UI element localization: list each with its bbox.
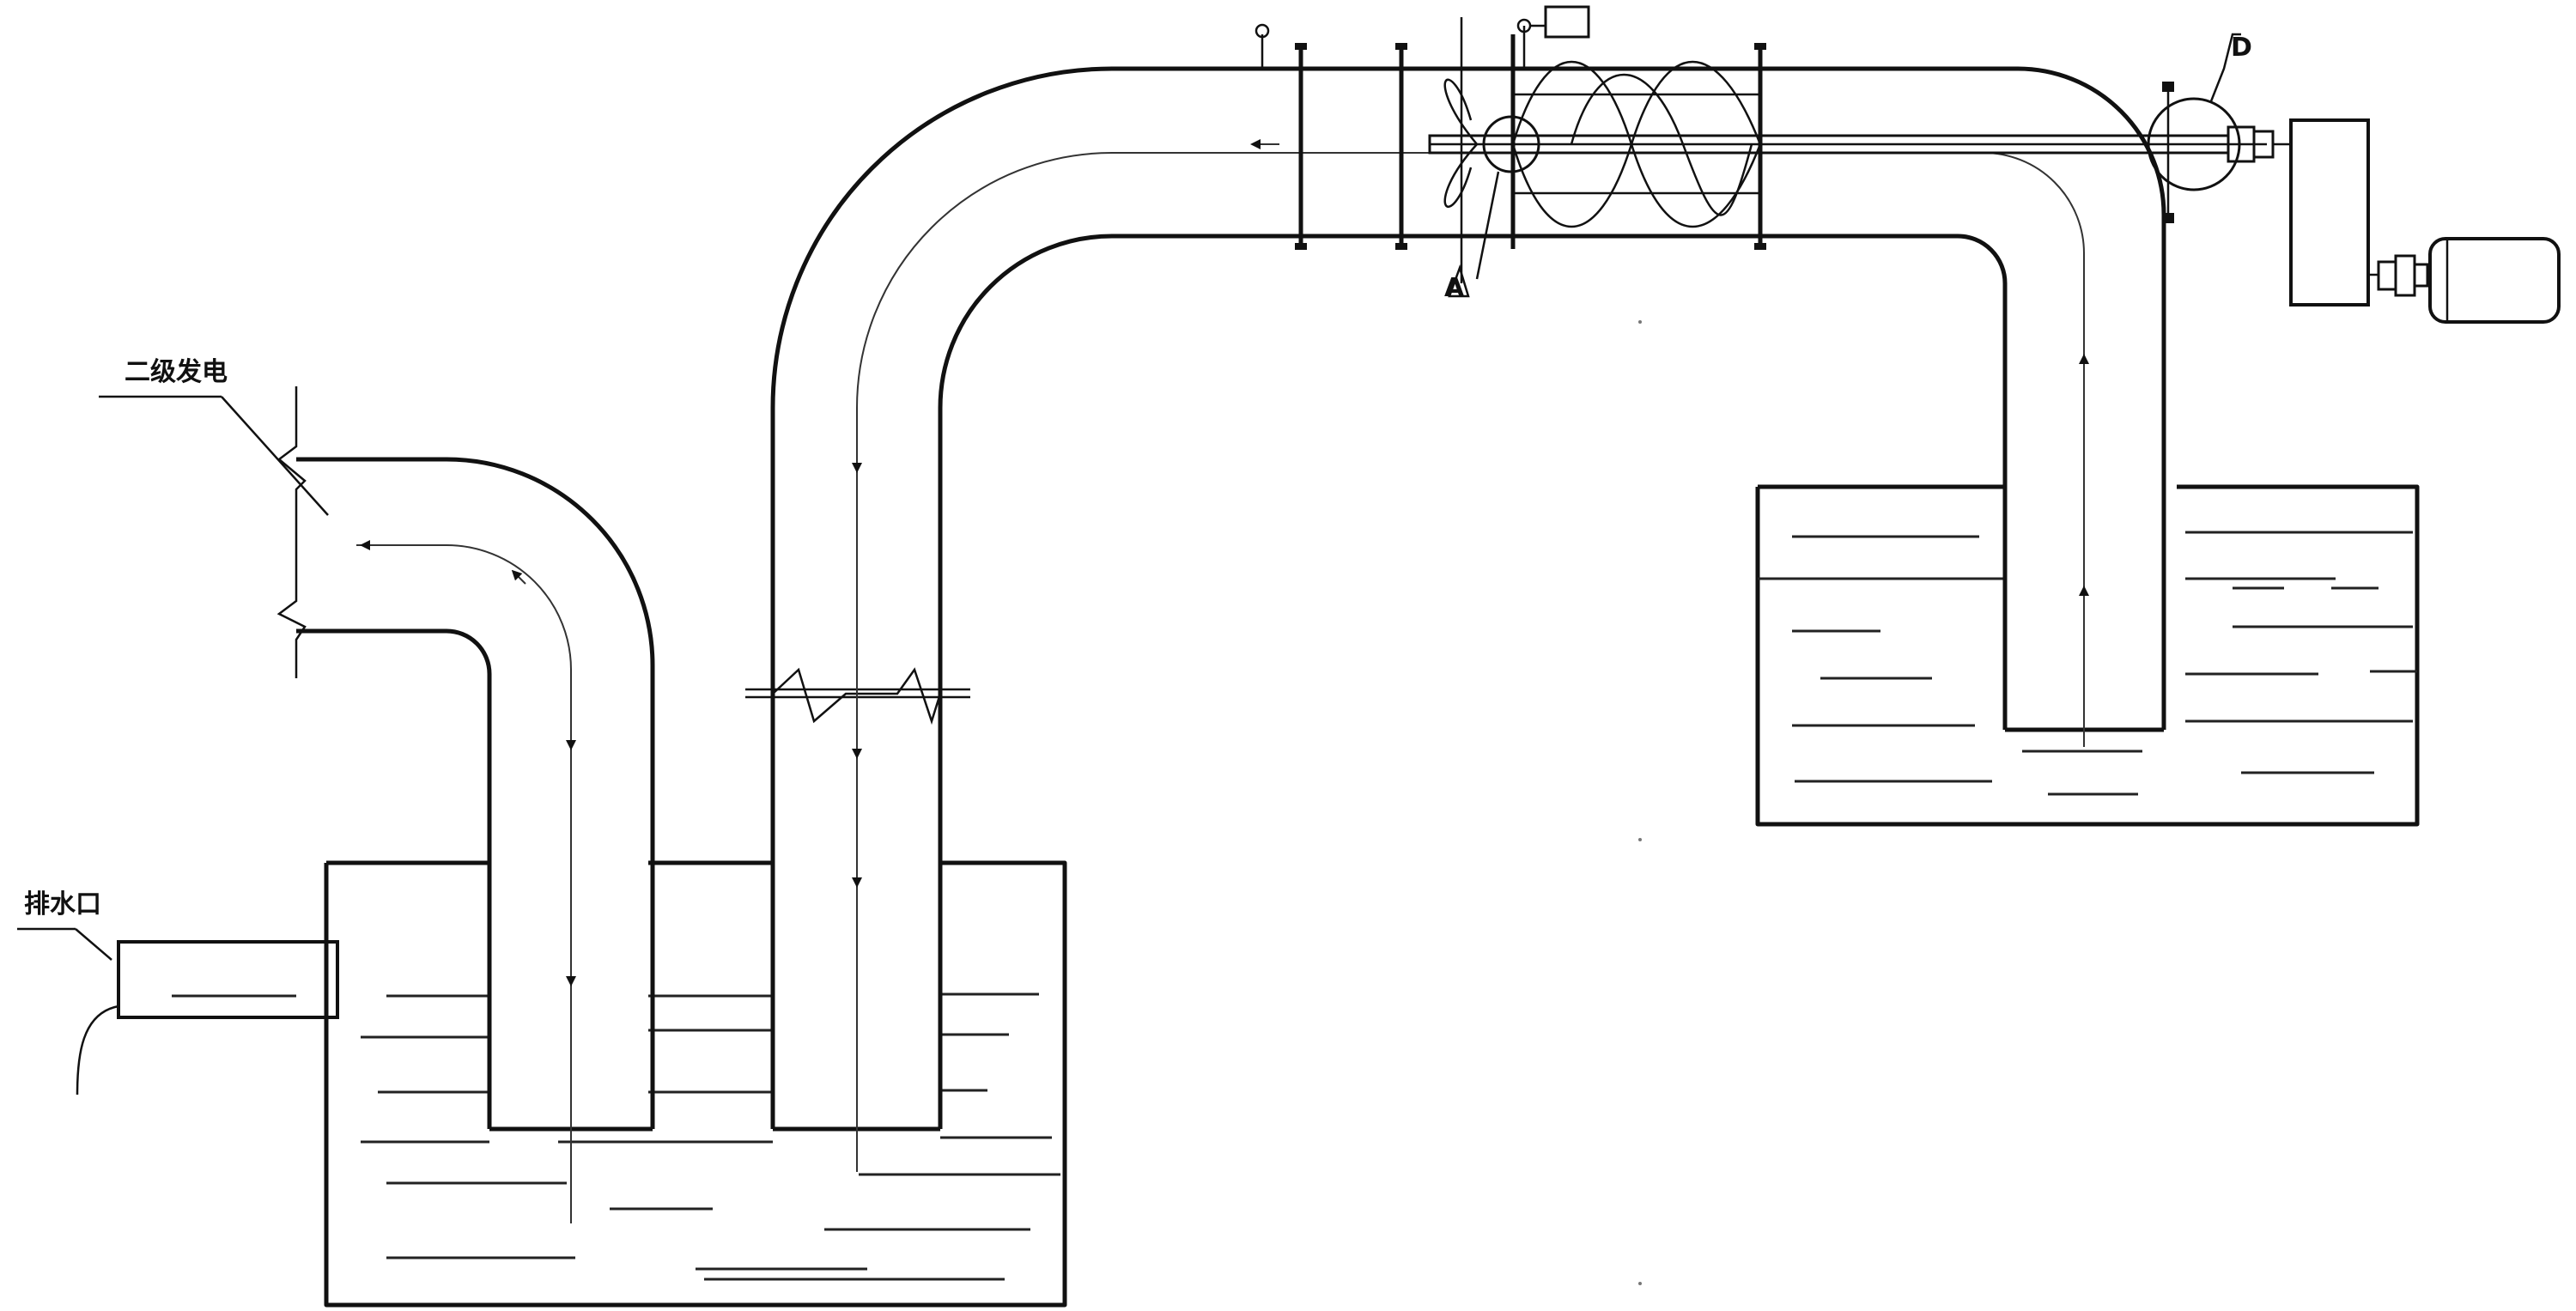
lower-tank (324, 860, 1067, 1308)
upper-tank (1755, 484, 2420, 827)
label-secondary-generation: 二级发电 (125, 357, 228, 387)
turbine-assembly (1255, 5, 2267, 298)
generator (2368, 237, 2561, 324)
label-drain-outlet-group: 排水口 (17, 889, 112, 961)
label-detail-a: A (1444, 273, 1465, 303)
label-secondary-generation-group: 二级发电 (99, 357, 329, 516)
drain-outlet-pipe (76, 940, 339, 1096)
secondary-generation-pipe (276, 386, 655, 1223)
shaft-seal-detail-d (2147, 33, 2275, 223)
upper-tank-water-lines (1758, 531, 2417, 796)
label-drain-outlet: 排水口 (24, 889, 101, 920)
label-detail-d: D (2231, 33, 2252, 63)
gearbox (2273, 118, 2370, 307)
lower-tank-water-lines (361, 992, 1060, 1281)
main-siphon-pipe (745, 66, 2166, 1172)
